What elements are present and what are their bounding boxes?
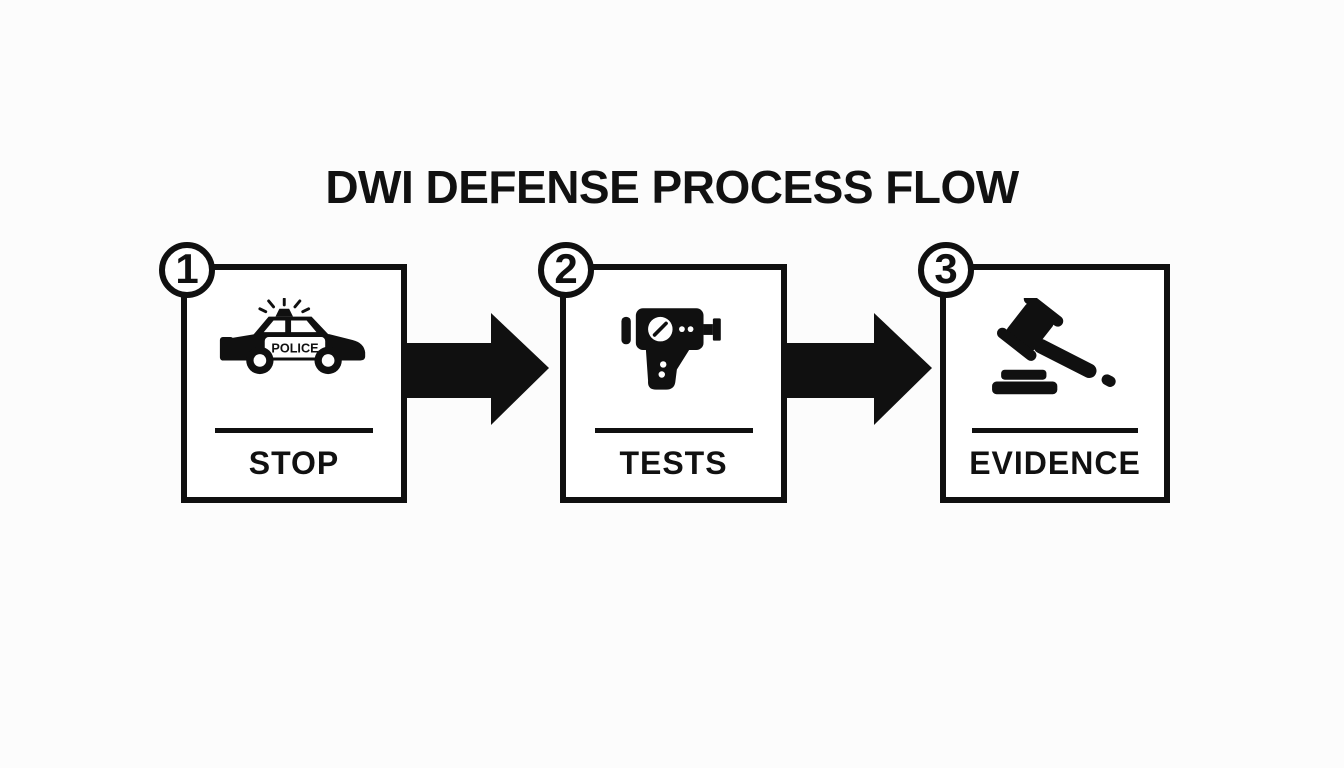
step-number-badge: 3: [918, 242, 974, 298]
gavel-icon: [991, 298, 1116, 395]
divider-line: [215, 428, 373, 433]
diagram-title: DWI DEFENSE PROCESS FLOW: [325, 161, 1019, 213]
step-box-evidence: 3 EVIDENCE: [918, 242, 1170, 503]
police-car-icon: POLICE: [219, 298, 366, 375]
step-number-badge: 2: [538, 242, 594, 298]
divider-line: [594, 428, 753, 433]
step-box-tests: 2 TESTS: [538, 242, 787, 503]
police-car-door-text: POLICE: [271, 342, 318, 356]
step-number-badge: 1: [159, 242, 215, 298]
step-label-tests: TESTS: [619, 445, 728, 481]
step-label-stop: STOP: [248, 445, 340, 481]
flow-arrow-1: [403, 313, 549, 425]
divider-line: [972, 428, 1138, 433]
breathalyzer-icon: [620, 308, 721, 390]
flow-arrow-2: [786, 313, 932, 425]
step-label-evidence: EVIDENCE: [969, 445, 1141, 481]
step-box-stop: 1 POL: [159, 242, 407, 503]
